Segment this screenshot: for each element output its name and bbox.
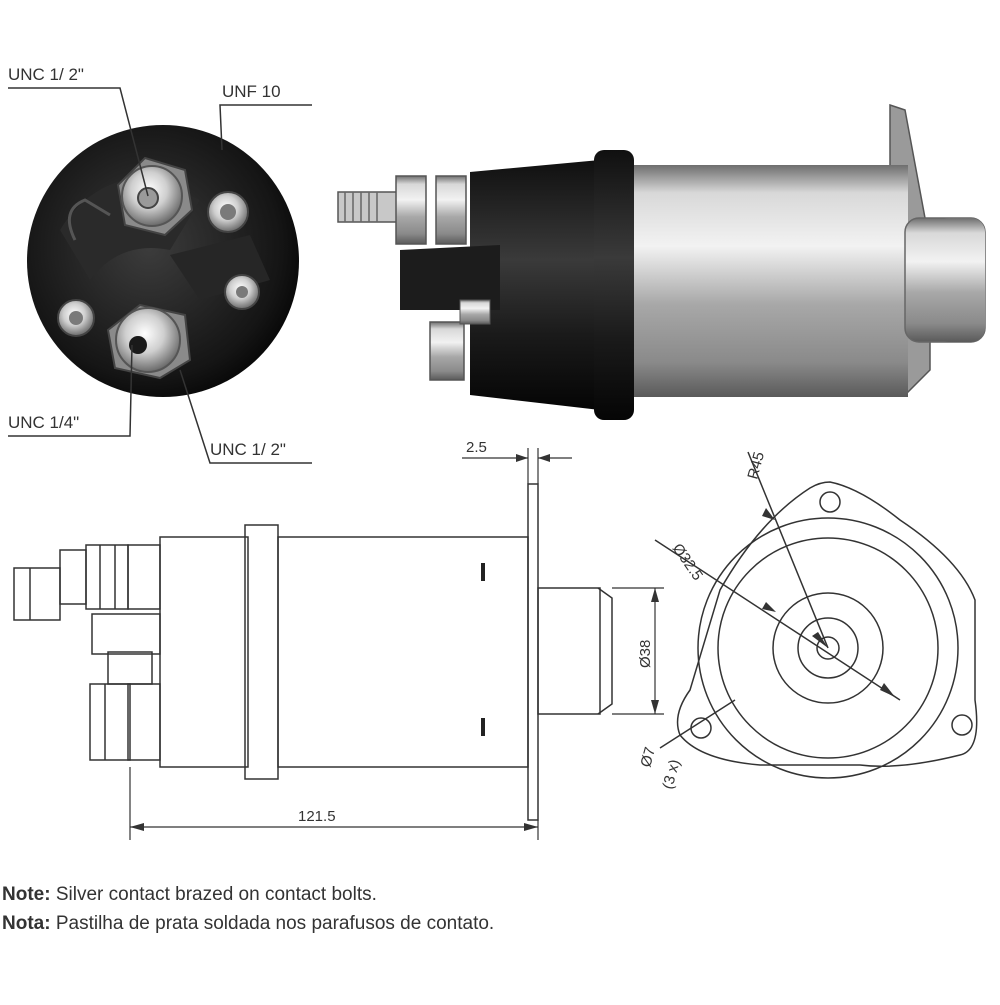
terminal-top-small bbox=[207, 191, 249, 233]
label-bottom-right: UNC 1/ 2" bbox=[210, 440, 286, 459]
terminal-top-large bbox=[116, 156, 194, 237]
drawing-flange bbox=[527, 483, 539, 821]
dim-flange-thickness: 2.5 bbox=[466, 439, 487, 456]
dimension-arrows bbox=[130, 454, 659, 831]
dimension-lines bbox=[129, 448, 664, 840]
drawing-upper-stud bbox=[13, 567, 61, 621]
side-view-photo bbox=[337, 103, 986, 420]
solenoid-body bbox=[628, 165, 908, 397]
front-outer-circle bbox=[697, 517, 959, 779]
mount-hole-top bbox=[819, 491, 841, 513]
drawing-plunger-base bbox=[537, 587, 601, 715]
front-body-circle bbox=[717, 537, 939, 759]
drawing-plunger-end bbox=[597, 587, 613, 715]
notes-block: Note: Silver contact brazed on contact b… bbox=[2, 880, 494, 938]
body-mark-upper bbox=[481, 563, 485, 581]
front-center-circle bbox=[816, 636, 840, 660]
drawing-small-term bbox=[107, 651, 153, 685]
label-top-right: UNF 10 bbox=[222, 82, 281, 101]
cap-body bbox=[470, 160, 600, 410]
dim-plunger-diameter: Ø38 bbox=[637, 640, 654, 668]
dim-hole-diameter: Ø7 bbox=[637, 745, 659, 769]
front-plunger-circle bbox=[797, 617, 859, 679]
terminal-left-small bbox=[57, 299, 95, 337]
label-top-left: UNC 1/ 2" bbox=[8, 65, 84, 84]
label-bottom-left: UNC 1/4" bbox=[8, 413, 79, 432]
cap-ring bbox=[594, 150, 634, 420]
front-drawing bbox=[654, 451, 978, 779]
drawing-cap bbox=[159, 536, 249, 768]
front-flange-outline bbox=[676, 481, 978, 767]
terminal-bracket bbox=[400, 245, 500, 310]
drawing-bracket bbox=[91, 613, 161, 655]
drawing-lower-plate bbox=[127, 683, 161, 761]
upper-stud bbox=[337, 191, 399, 223]
body-mark-lower bbox=[481, 718, 485, 736]
front-bore-circle bbox=[772, 592, 884, 704]
note-english-text: Silver contact brazed on contact bolts. bbox=[50, 884, 377, 905]
stud-threads bbox=[344, 192, 378, 222]
note-english: Note: Silver contact brazed on contact b… bbox=[2, 880, 494, 909]
note-english-title: Note: bbox=[2, 884, 51, 905]
lower-nut bbox=[429, 321, 465, 381]
small-nut bbox=[459, 299, 491, 325]
note-portuguese-title: Nota: bbox=[2, 913, 51, 934]
upper-nut-1 bbox=[395, 175, 427, 245]
drawing-term-plate bbox=[127, 544, 161, 610]
note-portuguese-text: Pastilha de prata soldada nos parafusos … bbox=[50, 913, 495, 934]
end-view-leaders bbox=[8, 87, 312, 464]
plunger-end bbox=[935, 218, 985, 342]
drawing-upper-washer bbox=[59, 549, 87, 605]
side-drawing bbox=[13, 483, 613, 821]
drawing-cap-ring bbox=[244, 524, 279, 780]
drawing-lower-nut bbox=[89, 683, 131, 761]
dim-length: 121.5 bbox=[298, 808, 336, 825]
end-view-photo bbox=[27, 125, 299, 397]
mount-hole-right bbox=[951, 714, 973, 736]
terminal-right-small bbox=[224, 274, 260, 310]
note-portuguese: Nota: Pastilha de prata soldada nos para… bbox=[2, 909, 494, 938]
dim-radius: R45 bbox=[744, 450, 768, 481]
drawing-upper-nut bbox=[85, 544, 129, 610]
front-arrows bbox=[762, 508, 895, 697]
dim-hole-count: (3 x) bbox=[659, 758, 683, 791]
cap-ridge bbox=[67, 198, 111, 241]
upper-nut-2 bbox=[435, 175, 467, 245]
dim-bore-diameter: Ø32.5 bbox=[669, 541, 706, 584]
drawing-body bbox=[277, 536, 529, 768]
